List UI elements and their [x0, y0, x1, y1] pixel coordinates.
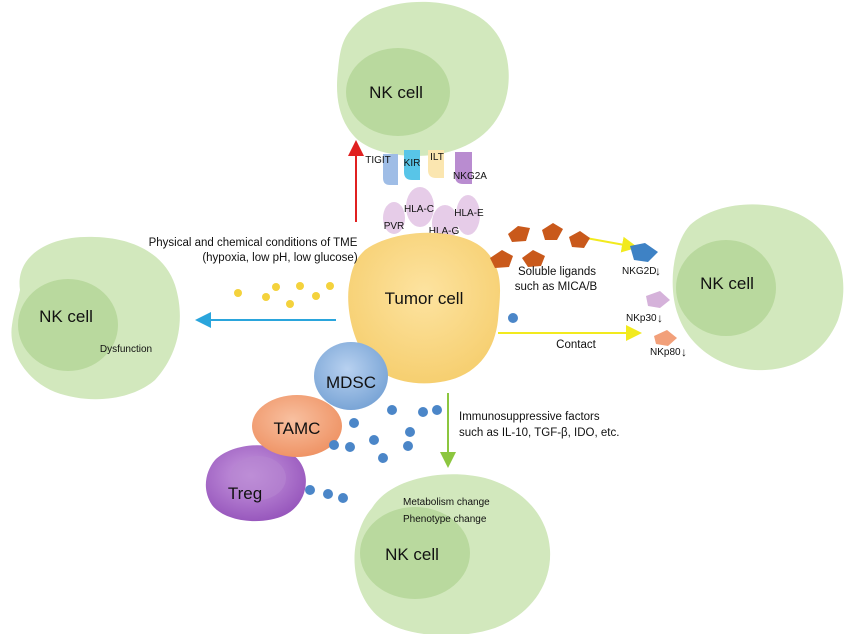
nkg2d-receptor: [630, 243, 658, 262]
immunosuppressive-particles: [305, 313, 518, 503]
ilt-label: ILT: [430, 152, 444, 163]
nk-cell-bottom-nucleus: [360, 507, 470, 599]
tamc-label: TAMC: [274, 419, 321, 438]
hla-e-label: HLA-E: [454, 208, 484, 219]
nk-cell-top-nucleus: [346, 48, 450, 136]
blue-dot: [345, 442, 355, 452]
phenotype-change-label: Phenotype change: [403, 514, 487, 525]
blue-dot: [378, 453, 388, 463]
pvr-ligand: [383, 202, 405, 234]
nk-cell-top-label: NK cell: [369, 83, 423, 102]
blue-dot: [508, 313, 518, 323]
ligands: PVR HLA-C HLA-G HLA-E: [383, 187, 484, 241]
nk-cell-left: NK cell Dysfunction: [11, 236, 180, 400]
soluble-ligand: [569, 231, 590, 248]
nk-cell-right-label: NK cell: [700, 274, 754, 293]
nkp30-down-arrow: ↓: [657, 311, 663, 325]
nkg2d-label: NKG2D: [622, 266, 656, 277]
nkp80-down-arrow: ↓: [681, 345, 687, 359]
nkp80-label: NKp80: [650, 347, 681, 358]
blue-dot: [323, 489, 333, 499]
metabolism-change-label: Metabolism change: [403, 497, 490, 508]
blue-dot: [305, 485, 315, 495]
yellow-dot: [262, 293, 270, 301]
yellow-dot: [312, 292, 320, 300]
tumor-cell: Tumor cell: [348, 232, 501, 384]
hla-c-label: HLA-C: [404, 204, 434, 215]
mdsc-cell: MDSC: [314, 342, 388, 410]
nk-cell-right: NK cell: [672, 204, 844, 371]
blue-dot: [329, 440, 339, 450]
tamc-cell: TAMC: [252, 395, 342, 457]
soluble-ligand: [542, 223, 563, 240]
yellow-dot: [286, 300, 294, 308]
tigit-label: TIGIT: [365, 155, 391, 166]
nk-cell-left-label: NK cell: [39, 307, 93, 326]
hla-c-ligand: [406, 187, 434, 227]
soluble-ligand: [522, 250, 545, 267]
soluble-ligands: [490, 223, 590, 268]
nk-cell-top: NK cell: [337, 1, 509, 156]
soluble-ligand: [490, 250, 513, 268]
tumor-cell-label: Tumor cell: [385, 289, 464, 308]
blue-dot: [403, 441, 413, 451]
receptors: TIGIT KIR ILT NKG2A: [365, 150, 487, 185]
treg-label: Treg: [228, 484, 262, 503]
immunosuppressive-line2: such as IL-10, TGF-β, IDO, etc.: [459, 427, 619, 439]
hla-e-ligand: [456, 195, 480, 235]
blue-dot: [349, 418, 359, 428]
blue-dot: [418, 407, 428, 417]
ilt-receptor: [428, 150, 444, 178]
blue-dot: [405, 427, 415, 437]
hla-g-label: HLA-G: [429, 226, 460, 237]
dysfunction-label: Dysfunction: [100, 344, 152, 355]
tme-conditions-line2: (hypoxia, low pH, low glucose): [202, 252, 357, 264]
yellow-dot: [296, 282, 304, 290]
nkg2a-receptor: [455, 152, 472, 184]
nkp30-label: NKp30: [626, 313, 657, 324]
yellow-dot: [234, 289, 242, 297]
blue-dot: [432, 405, 442, 415]
nk-cell-bottom: NK cell Metabolism change Phenotype chan…: [354, 474, 551, 634]
blue-dot: [369, 435, 379, 445]
treg-cell: Treg: [205, 445, 306, 522]
blue-dot: [387, 405, 397, 415]
immunosuppressive-line1: Immunosuppressive factors: [459, 411, 600, 423]
hla-g-ligand: [432, 205, 458, 241]
soluble-ligands-line1: Soluble ligands: [518, 266, 596, 278]
pvr-label: PVR: [384, 221, 405, 232]
nkp80-receptor: [654, 330, 677, 346]
nk-cell-left-nucleus: [18, 279, 118, 371]
yellow-dot: [326, 282, 334, 290]
yellow-dot: [272, 283, 280, 291]
soluble-ligand: [508, 226, 530, 242]
tumor-cell-body: [348, 232, 501, 384]
soluble-ligands-line2: such as MICA/B: [515, 281, 598, 293]
tigit-receptor: [383, 154, 398, 185]
kir-label: KIR: [404, 158, 421, 169]
kir-receptor: [404, 150, 420, 180]
contact-label: Contact: [556, 339, 596, 351]
tamc-cell-body: [252, 395, 342, 457]
blue-dot: [338, 493, 348, 503]
yellow-arrow-soluble: [585, 236, 638, 253]
nk-cell-bottom-label: NK cell: [385, 545, 439, 564]
nkg2d-down-arrow: ↓: [655, 264, 661, 278]
mdsc-label: MDSC: [326, 373, 376, 392]
tme-conditions-line1: Physical and chemical conditions of TME: [149, 237, 358, 249]
tme-particles: [234, 282, 334, 308]
mdsc-cell-body: [314, 342, 388, 410]
nkg2a-label: NKG2A: [453, 171, 487, 182]
nk-cell-right-nucleus: [676, 240, 776, 336]
treg-cell-nucleus: [230, 456, 286, 500]
nkp30-receptor: [646, 291, 670, 308]
